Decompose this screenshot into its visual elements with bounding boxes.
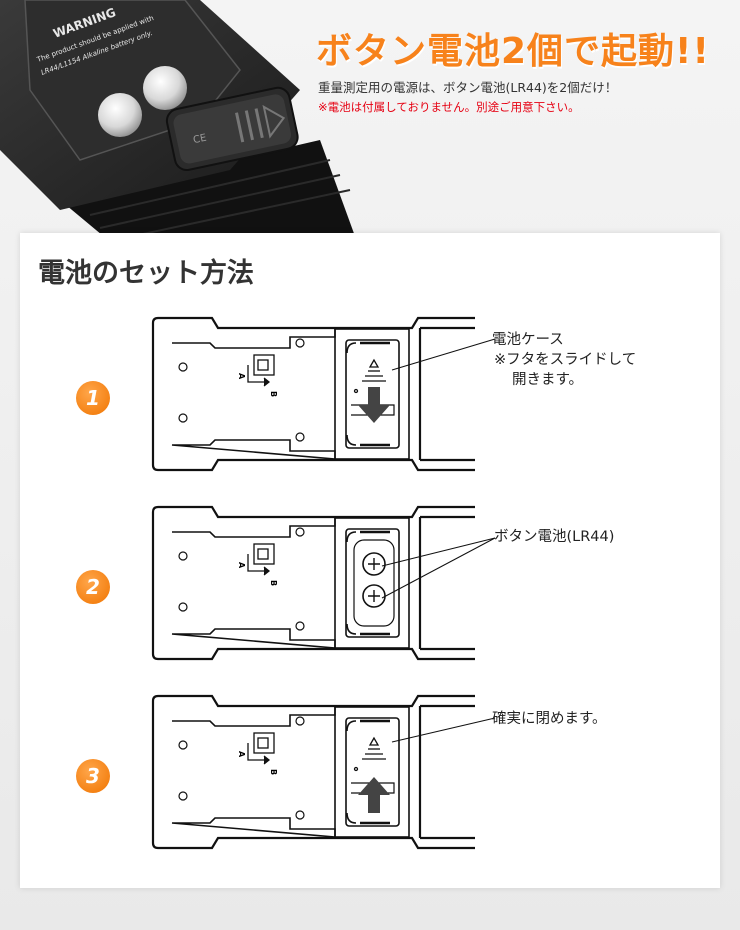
svg-text:A: A	[237, 373, 246, 380]
device-photo: WARNING The product should be applied wi…	[0, 0, 360, 250]
headline: ボタン電池2個で起動!!	[316, 31, 710, 72]
section-title: 電池のセット方法	[38, 258, 254, 289]
step-2-leaders	[381, 537, 496, 599]
step-1-label-1: 電池ケース	[492, 332, 564, 348]
step-3-leader	[391, 717, 496, 743]
step-3-badge: 3	[76, 759, 110, 793]
battery-not-included-note: ※電池は付属しておりません。別途ご用意下さい。	[318, 100, 580, 114]
strap	[60, 140, 360, 250]
step-1-label-2: ※フタをスライドして	[494, 352, 637, 368]
step-2-badge: 2	[76, 570, 110, 604]
power-note: 重量測定用の電源は、ボタン電池(LR44)を2個だけ！	[318, 80, 618, 95]
svg-text:A: A	[237, 751, 246, 758]
battery-cells	[362, 552, 386, 608]
svg-text:CE: CE	[192, 133, 207, 147]
svg-text:B: B	[269, 391, 278, 397]
step-3-diagram: A B	[151, 694, 475, 850]
instructions-card: 電池のセット方法 1 A B	[20, 233, 720, 888]
step-3-label: 確実に閉めます。	[492, 711, 607, 727]
step-1-label-3: 開きます。	[512, 372, 584, 388]
hero-banner: WARNING The product should be applied wi…	[0, 0, 740, 250]
step-1-leader	[391, 338, 496, 371]
step-1-badge: 1	[76, 381, 110, 415]
step-2-diagram: A B	[151, 505, 475, 661]
step-2-label: ボタン電池(LR44)	[494, 529, 615, 545]
svg-text:B: B	[269, 769, 278, 775]
step-1-diagram: A B	[151, 316, 475, 472]
slide-close-arrow	[358, 777, 390, 813]
coin-cell-1	[98, 93, 142, 137]
slide-open-arrow	[358, 387, 390, 423]
battery-cover: CE	[165, 86, 299, 172]
svg-text:B: B	[269, 580, 278, 586]
svg-text:A: A	[237, 562, 246, 569]
coin-cell-2	[143, 66, 187, 110]
